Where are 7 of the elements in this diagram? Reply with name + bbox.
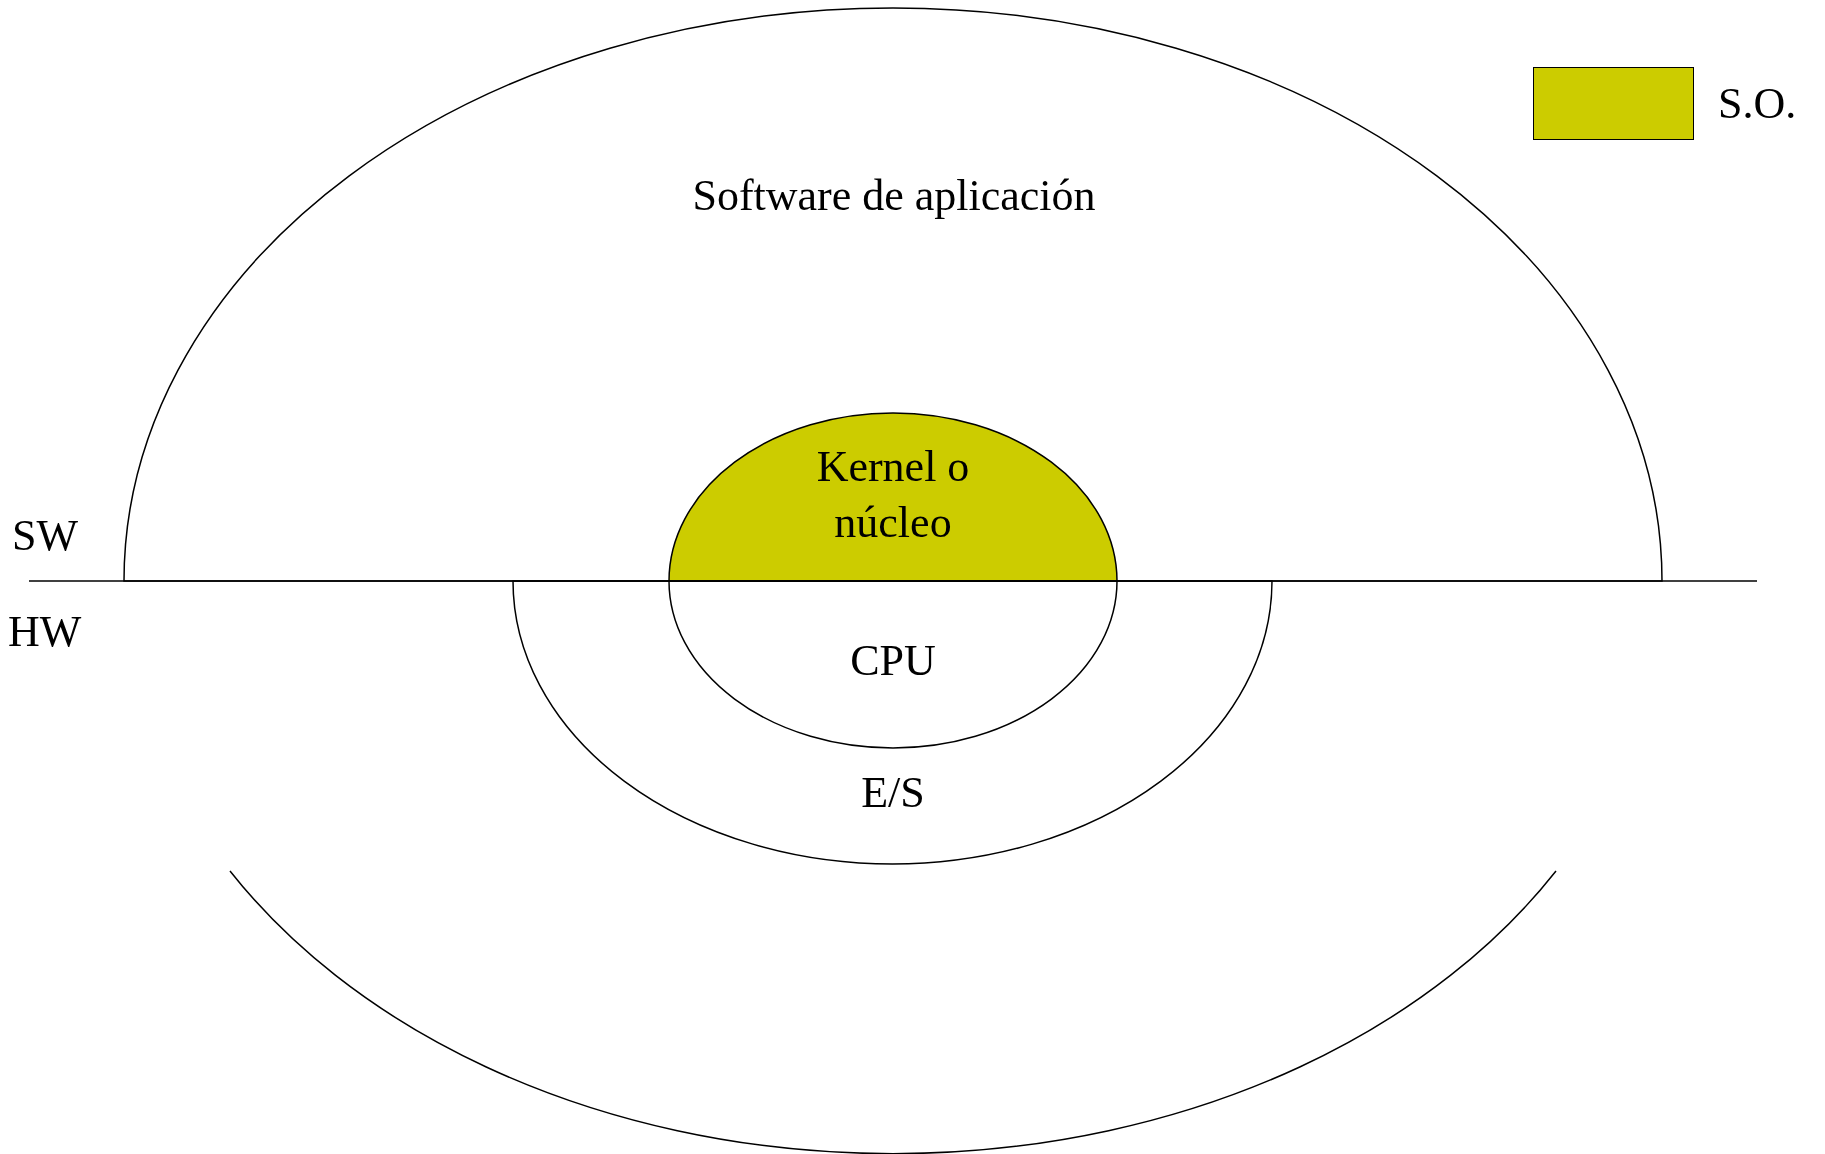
- region-label: Software de aplicación: [691, 170, 1097, 222]
- layer-label: HW: [8, 606, 82, 658]
- region-label: E/S: [860, 767, 926, 819]
- region-label: CPU: [849, 635, 937, 687]
- layer-label: SW: [12, 510, 78, 562]
- region-label: Kernel o núcleo: [815, 441, 971, 549]
- legend-label: S.O.: [1718, 77, 1797, 130]
